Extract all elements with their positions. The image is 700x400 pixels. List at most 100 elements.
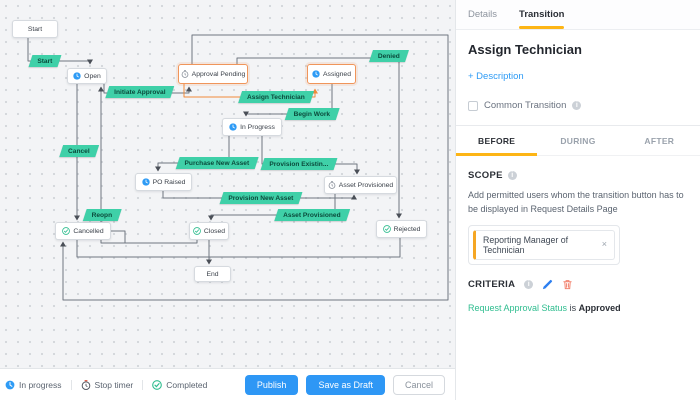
transition-label-text: Purchase New Asset [184, 159, 250, 167]
criteria-verb: is [569, 302, 577, 313]
legend-item-completed: Completed [142, 379, 216, 390]
common-transition-checkbox[interactable] [468, 100, 478, 111]
save-as-draft-button[interactable]: Save as Draft [306, 374, 385, 395]
transition-label-asset-provisioned-t[interactable]: Asset Provisioned [274, 209, 350, 221]
transition-label-text: Denied [378, 52, 400, 60]
transition-label-provision-existing[interactable]: Provision Existin... [260, 158, 338, 170]
state-node-label: In Progress [240, 123, 275, 131]
scope-tag-field[interactable]: Reporting Manager of Technician × [468, 224, 620, 265]
completed-icon [152, 379, 163, 390]
clock-blue-icon [141, 178, 150, 186]
criteria-section: CRITERIA i Request Approval Status is Ap… [456, 265, 700, 313]
legend-item-stop-timer: Stop timer [70, 379, 143, 390]
legend-label: Completed [166, 379, 208, 390]
edit-criteria-icon[interactable] [542, 279, 553, 290]
transition-label-text: Start [37, 57, 53, 65]
transition-title: Assign Technician [468, 42, 582, 57]
add-description-link[interactable]: + Description [468, 71, 524, 82]
state-node-rejected[interactable]: Rejected [376, 220, 427, 238]
workflow-edge [236, 57, 402, 219]
workflow-edge [76, 238, 401, 258]
state-node-asset-provisioned[interactable]: Asset Provisioned [324, 176, 397, 194]
canvas-footer-bar: In progress Stop timer Completed Publish Sa… [0, 368, 455, 400]
legend-item-in-progress: In progress [0, 380, 71, 390]
criteria-condition: Request Approval Status is Approved [468, 303, 688, 313]
transition-label-text: Assign Technician [247, 93, 305, 101]
remove-tag-icon[interactable]: × [601, 239, 607, 250]
timer-gray-icon [328, 181, 336, 189]
state-node-label: Open [84, 72, 101, 80]
transition-label-text: Provision New Asset [228, 194, 294, 202]
phase-tab-during[interactable]: DURING [560, 136, 596, 146]
legend-label: In progress [19, 379, 62, 390]
transition-label-initiate-approval[interactable]: Initiate Approval [105, 86, 175, 98]
state-node-label: Assigned [323, 70, 351, 78]
phase-tab-after[interactable]: AFTER [644, 136, 675, 146]
transition-label-assign-technician[interactable]: Assign Technician [238, 91, 314, 103]
state-node-label: Approval Pending [191, 70, 246, 78]
state-node-cancelled[interactable]: Cancelled [55, 222, 111, 240]
transition-label-denied[interactable]: Denied [369, 50, 409, 62]
scope-description: Add permitted users whom the transition … [468, 190, 684, 214]
transition-label-purchase-new-asset[interactable]: Purchase New Asset [175, 157, 259, 169]
state-node-label: Start [27, 25, 43, 33]
transition-label-begin-work[interactable]: Begin Work [284, 108, 340, 120]
transition-label-reopen[interactable]: Reopn [82, 209, 122, 221]
state-node-in-progress[interactable]: In Progress [222, 118, 282, 136]
panel-tab-bar: Details Transition [456, 0, 700, 30]
transition-label-text: Provision Existin... [269, 160, 329, 168]
criteria-heading: CRITERIA [468, 278, 516, 290]
state-node-end[interactable]: End [194, 266, 231, 282]
transition-label-text: Initiate Approval [114, 88, 166, 96]
workflow-edge [60, 34, 449, 301]
state-node-po-raised[interactable]: PO Raised [135, 173, 192, 191]
timer-gray-icon [181, 70, 189, 78]
footer-actions: Publish Save as Draft Cancel [244, 374, 455, 395]
tab-details[interactable]: Details [468, 9, 498, 20]
state-node-label: PO Raised [152, 178, 186, 186]
workflow-edge [111, 230, 126, 243]
scope-section: SCOPE i Add permitted users whom the tra… [456, 156, 700, 265]
workflow-edge [208, 194, 336, 221]
transition-label-text: Asset Provisioned [283, 211, 341, 219]
criteria-value: Approved [578, 302, 621, 313]
publish-button[interactable]: Publish [244, 374, 299, 395]
state-node-label: Rejected [393, 225, 421, 233]
state-node-assigned[interactable]: Assigned [307, 64, 356, 84]
scope-tag-label: Reporting Manager of Technician [483, 234, 569, 255]
transition-label-provision-new-asset[interactable]: Provision New Asset [219, 192, 303, 204]
stop-timer-icon [81, 379, 91, 390]
common-transition-label: Common Transition [484, 100, 567, 111]
legend-label: Stop timer [94, 379, 134, 390]
check-green-icon [62, 227, 71, 235]
cancel-button[interactable]: Cancel [392, 374, 445, 395]
info-icon: i [524, 279, 534, 289]
transition-label-cancel-t[interactable]: Cancel [59, 145, 99, 157]
state-node-label: Closed [203, 227, 226, 235]
state-node-start[interactable]: Start [12, 20, 58, 38]
state-node-open[interactable]: Open [67, 68, 107, 84]
workflow-edge [98, 86, 198, 244]
phase-tab-bar: BEFORE DURING AFTER [456, 125, 700, 156]
info-icon: i [507, 171, 517, 180]
transition-label-text: Cancel [68, 147, 90, 155]
transition-label-start-t[interactable]: Start [28, 55, 62, 67]
check-green-icon [382, 225, 391, 233]
scope-heading: SCOPE [468, 170, 503, 181]
transition-label-text: Begin Work [293, 110, 331, 118]
clock-blue-icon [229, 123, 237, 131]
status-legend: In progress Stop timer Completed [0, 369, 216, 400]
tab-transition[interactable]: Transition [519, 0, 565, 29]
check-green-icon [193, 227, 201, 235]
state-node-approval-pending[interactable]: Approval Pending [178, 64, 248, 84]
criteria-field: Request Approval Status [468, 302, 568, 313]
delete-criteria-icon[interactable] [562, 279, 573, 290]
phase-tab-before[interactable]: BEFORE [456, 126, 538, 156]
state-node-label: Asset Provisioned [338, 181, 394, 189]
state-node-closed[interactable]: Closed [189, 222, 229, 240]
info-icon: i [572, 101, 582, 110]
state-node-label: Cancelled [73, 227, 104, 235]
workflow-edges [27, 34, 449, 301]
